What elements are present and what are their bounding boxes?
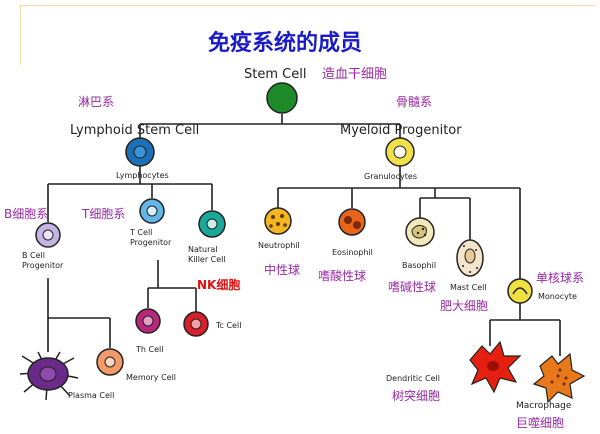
b-cell-cn-label: B细胞系 — [4, 207, 48, 221]
macrophage-icon — [532, 352, 586, 404]
neutrophil-label: Neutrophil — [258, 241, 300, 250]
b-cell-progenitor-label: B Cell Progenitor — [22, 251, 64, 270]
dendritic-cell-cn-label: 树突细胞 — [392, 388, 440, 403]
monocyte-cn-label: 单核球系 — [536, 271, 584, 285]
connector-lines — [47, 114, 561, 356]
nk-cell-icon — [198, 210, 226, 238]
myeloid-progenitor-icon — [385, 137, 415, 167]
lymphoid-cn-label: 淋巴系 — [78, 95, 114, 109]
macrophage-cn-label: 巨噬细胞 — [516, 415, 564, 430]
stem-cell-label: Stem Cell — [244, 67, 306, 82]
monocyte-icon — [507, 278, 533, 304]
plasma-cell-icon — [19, 351, 79, 401]
th-cell-label: Th Cell — [135, 345, 163, 354]
t-cell-progenitor-label: T Cell Progenitor — [130, 228, 172, 247]
macrophage-label: Macrophage — [516, 401, 572, 411]
nk-cell-cn-label: NK细胞 — [197, 277, 240, 292]
t-cell-cn-label: T细胞系 — [81, 207, 125, 221]
neutrophil-icon — [264, 207, 292, 235]
frame-top-border — [20, 5, 596, 6]
plasma-cell-label: Plasma Cell — [68, 391, 114, 400]
basophil-icon — [405, 217, 435, 247]
t-cell-progenitor-label-box: T Cell Progenitor — [130, 228, 172, 247]
stem-cell-icon — [266, 82, 298, 114]
myeloid-progenitor-label: Myeloid Progenitor — [340, 123, 462, 138]
neutrophil-cn-label: 中性球 — [264, 262, 300, 277]
dendritic-cell-icon — [469, 340, 522, 394]
frame-left-border — [20, 5, 21, 65]
tc-cell-label: Tc Cell — [215, 321, 241, 330]
b-cell-progenitor-icon — [35, 222, 61, 248]
mast-cell-label: Mast Cell — [450, 283, 487, 292]
stem-cell-cn-label: 造血干细胞 — [322, 67, 387, 82]
page-title: 免疫系统的成员 — [208, 30, 362, 56]
lymphoid-stem-cell-label: Lymphoid Stem Cell — [70, 123, 199, 138]
t-cell-progenitor-icon — [139, 198, 165, 224]
lymphocytes-label: Lymphocytes — [116, 171, 169, 180]
memory-cell-icon — [96, 348, 124, 376]
tc-cell-icon — [183, 311, 209, 337]
myeloid-cn-label: 骨髓系 — [396, 95, 432, 109]
dendritic-cell-label: Dendritic Cell — [386, 374, 440, 383]
basophil-label: Basophil — [402, 261, 436, 270]
th-cell-icon — [135, 308, 161, 334]
eosinophil-icon — [338, 208, 366, 236]
mast-cell-cn-label: 肥大细胞 — [440, 299, 488, 313]
monocyte-label: Monocyte — [538, 292, 577, 301]
b-cell-progenitor-label-box: B Cell Progenitor — [22, 251, 64, 270]
mast-cell-icon — [456, 239, 484, 277]
nk-cell-label-box: Natural Killer Cell — [188, 245, 226, 264]
nk-cell-label: Natural Killer Cell — [188, 245, 226, 264]
memory-cell-label: Memory Cell — [126, 373, 176, 382]
lymphoid-stem-cell-icon — [125, 137, 155, 167]
granulocytes-label: Granulocytes — [364, 172, 417, 181]
basophil-cn-label: 嗜碱性球 — [388, 280, 436, 294]
eosinophil-cn-label: 嗜酸性球 — [318, 268, 366, 283]
eosinophil-label: Eosinophil — [332, 248, 373, 257]
